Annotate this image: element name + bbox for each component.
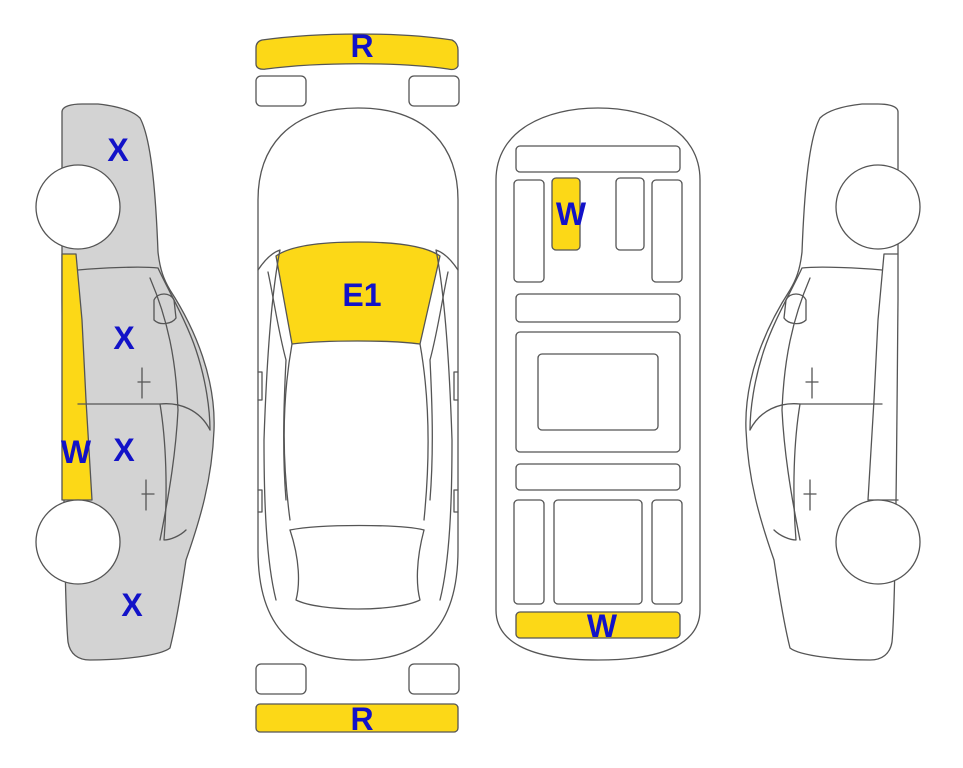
left-front-door-label: X	[113, 320, 135, 356]
left-front-fender-label: X	[107, 132, 129, 168]
rear-cross-bar	[515, 463, 681, 491]
right-side-pillar	[781, 277, 811, 541]
left-rear-wheel	[35, 499, 121, 585]
left-front-pod	[513, 179, 545, 283]
front-bumper-damaged[interactable]	[255, 33, 459, 71]
right-rear-door-handle	[803, 479, 817, 511]
left-side-mirror	[153, 293, 177, 325]
front-panel-bar	[515, 145, 681, 173]
damage-labels: R E1 R W W X X X W X	[61, 28, 618, 737]
rear-bumper-label: R	[350, 701, 373, 737]
right-a-pillar-inner	[429, 271, 449, 501]
left-front-wheel	[35, 164, 121, 250]
right-front-wheel	[835, 164, 921, 250]
roof-panel-damaged[interactable]	[551, 177, 581, 251]
top-left-fender-line	[257, 249, 281, 601]
rear-window-top	[289, 524, 425, 531]
roof-panel-label: W	[556, 196, 587, 232]
front-bumper-label: R	[350, 28, 373, 64]
left-rear-door-handle	[141, 479, 155, 511]
left-a-pillar-inner	[267, 271, 287, 501]
rear-bumper-damaged[interactable]	[255, 703, 459, 733]
interior-view	[495, 107, 701, 661]
left-rear-mirror-top	[257, 489, 263, 513]
right-front-pod	[651, 179, 683, 283]
trunk-lid-damaged[interactable]	[515, 611, 681, 639]
left-side-pillar	[149, 277, 179, 541]
left-front-door-handle	[137, 367, 151, 399]
left-headlight	[255, 75, 307, 107]
left-rear-pod	[513, 499, 545, 605]
left-side-window-line	[77, 266, 211, 431]
center-front-pod	[615, 177, 645, 251]
hood-damaged[interactable]	[275, 241, 441, 345]
left-rocker-damaged[interactable]	[61, 253, 93, 501]
right-rear-pod	[651, 499, 683, 605]
left-rear-door-label: X	[113, 432, 135, 468]
rear-window	[289, 529, 425, 610]
top-body	[257, 107, 459, 661]
left-rear-door-seam	[159, 403, 187, 541]
center-rear-box	[553, 499, 643, 605]
right-rear-wheel	[835, 499, 921, 585]
hood-label: E1	[342, 277, 381, 313]
right-front-door-handle	[805, 367, 819, 399]
left-mirror-top	[257, 371, 263, 401]
right-side-view	[745, 103, 921, 661]
top-view	[255, 33, 460, 733]
left-rear-quarter-label: X	[121, 587, 143, 623]
right-mirror-top	[453, 371, 459, 401]
right-rear-mirror-top	[453, 489, 459, 513]
cabin-inner	[537, 353, 659, 431]
windshield-right-pillar	[419, 343, 429, 521]
top-right-fender-line	[435, 249, 459, 601]
left-taillight	[255, 663, 307, 695]
right-rear-door-seam	[773, 403, 801, 541]
dash-bar	[515, 293, 681, 323]
right-taillight	[408, 663, 460, 695]
left-rocker-label: W	[61, 434, 92, 470]
right-side-mirror	[783, 293, 807, 325]
left-side-view	[35, 103, 215, 661]
right-headlight	[408, 75, 460, 107]
trunk-lid-label: W	[587, 608, 618, 644]
right-side-window-line	[749, 266, 883, 431]
